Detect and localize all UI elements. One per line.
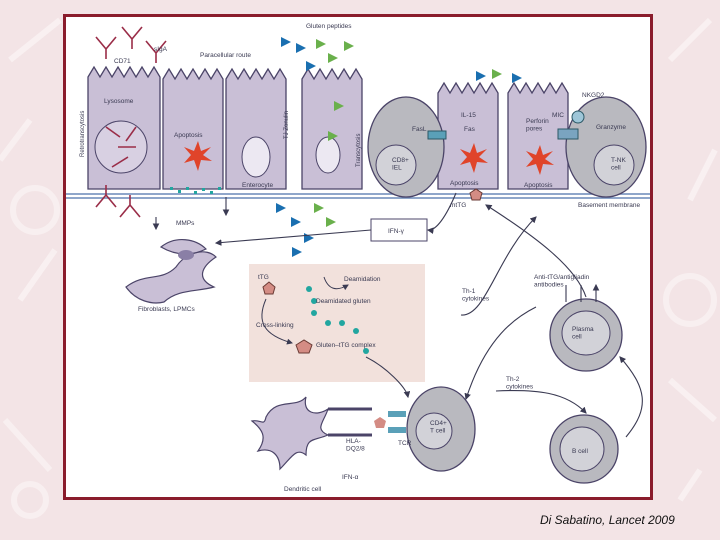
label-ifn-alpha: IFN-α — [342, 474, 359, 481]
apoptosis-burst-3 — [526, 145, 554, 175]
label-siga: sIgA — [154, 46, 168, 53]
label-mic: MIC — [552, 112, 564, 119]
enterocyte-cell-4 — [301, 67, 363, 190]
t-nk-cell — [557, 96, 647, 198]
label-fibroblasts: Fibroblasts, LPMCs — [138, 306, 195, 313]
apoptosis-burst-1 — [184, 141, 212, 171]
cd4-t-cell — [374, 386, 476, 472]
label-apoptosis-3: Apoptosis — [524, 182, 553, 189]
label-gluten-peptides: Gluten peptides — [306, 23, 352, 30]
label-cd8-iel: CD8+IEL — [392, 157, 409, 172]
label-apoptosis-1: Apoptosis — [174, 132, 203, 139]
label-basement-membrane: Basement membrane — [578, 202, 641, 209]
label-deamidation: Deamidation — [344, 276, 381, 283]
enterocyte-cell-2 — [162, 67, 224, 190]
plasma-cell — [549, 298, 623, 372]
dendritic-cell — [250, 396, 372, 471]
label-granzyme: Granzyme — [596, 124, 626, 131]
label-cd4-t-cell: CD4+T cell — [430, 420, 447, 435]
label-cross-linking: Cross-linking — [256, 322, 294, 329]
apoptosis-burst-2 — [460, 143, 488, 173]
enterocyte-cell-5 — [437, 81, 499, 190]
label-il15: IL-15 — [461, 112, 476, 119]
label-apoptosis-2: Apoptosis — [450, 180, 479, 187]
cd8-iel-cell — [367, 96, 447, 198]
label-mttg: mtTG — [450, 202, 466, 209]
enterocyte-cell-3 — [225, 67, 287, 190]
label-deamidated-gluten: Deamidated gluten — [316, 298, 371, 305]
siga-antibodies — [95, 26, 167, 218]
deamidation-inset — [249, 264, 425, 382]
gluten-peptides — [276, 37, 522, 257]
enterocyte-cell-6 — [507, 81, 569, 190]
label-transcytosis: Transcytosis — [356, 134, 362, 167]
b-cell — [549, 414, 619, 484]
label-cd71: CD71 — [114, 58, 131, 65]
enterocyte-cell-1 — [87, 65, 161, 190]
source-credit: Di Sabatino, Lancet 2009 — [540, 513, 675, 527]
label-enterocyte: Enterocyte — [242, 182, 273, 189]
label-tcr: TCR — [398, 440, 412, 447]
label-lysosome: Lysosome — [104, 98, 134, 105]
mttg-enzyme — [469, 188, 483, 201]
flow-arrows — [152, 192, 643, 438]
label-ifn-gamma: IFN-γ — [388, 228, 405, 235]
celiac-pathogenesis-diagram: Gluten peptides sIgA CD71 Paracellular r… — [66, 23, 650, 493]
diagram-frame: Gluten peptides sIgA CD71 Paracellular r… — [63, 14, 653, 500]
label-b-cell: B cell — [572, 448, 588, 455]
label-dendritic-cell: Dendritic cell — [284, 486, 322, 493]
label-tj-zonulin: TJ Zonulin — [284, 111, 290, 139]
fibroblast-cells — [125, 239, 217, 304]
label-fasl: FasL — [412, 126, 427, 133]
peptide-fragments — [170, 187, 221, 194]
label-fas: Fas — [464, 126, 476, 133]
label-mmps: MMPs — [176, 220, 195, 227]
basement-membrane — [66, 193, 650, 199]
label-paracellular-route: Paracellular route — [200, 52, 251, 59]
label-retrotranscytosis: Retrotranscytosis — [80, 111, 86, 157]
label-hla-dq: HLA-DQ2/8 — [346, 438, 365, 453]
label-nkgd2: NKGD2 — [582, 92, 605, 99]
label-gluten-ttg-complex: Gluten–tTG complex — [316, 342, 376, 349]
label-ttg: tTG — [258, 274, 269, 281]
